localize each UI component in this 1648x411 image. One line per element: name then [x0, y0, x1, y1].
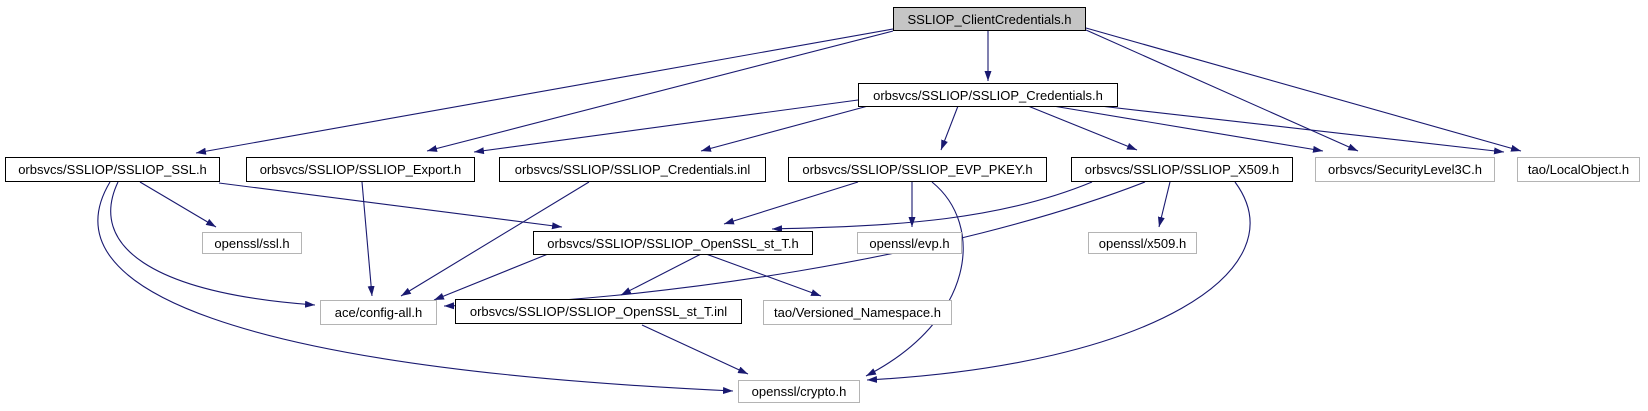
node-security-level3c[interactable]: orbsvcs/SecurityLevel3C.h — [1315, 157, 1495, 182]
edge-ssliop-client-credentials-to-ssliop-ssl — [195, 28, 894, 155]
edge-ssliop-credentials-to-ssliop-export — [473, 99, 859, 155]
edge-ssliop-credentials-to-security-level3c — [1052, 105, 1324, 153]
edge-ssliop-x509-to-openssl-crypto — [866, 181, 1251, 383]
edge-ssliop-credentials-to-local-object — [1099, 105, 1505, 155]
edge-ssliop-client-credentials-to-local-object — [1085, 27, 1522, 152]
node-ssliop-openssl-st-t-h[interactable]: orbsvcs/SSLIOP/SSLIOP_OpenSSL_st_T.h — [533, 231, 813, 255]
node-ssliop-export[interactable]: orbsvcs/SSLIOP/SSLIOP_Export.h — [246, 157, 475, 182]
edge-ssliop-credentials-to-ssliop-evp-pkey — [940, 105, 959, 151]
node-ssliop-credentials[interactable]: orbsvcs/SSLIOP/SSLIOP_Credentials.h — [858, 83, 1118, 107]
node-openssl-x509[interactable]: openssl/x509.h — [1088, 232, 1197, 254]
edge-ssliop-openssl-st-t-h-to-ssliop-openssl-st-t-inl — [620, 253, 702, 296]
edge-ssliop-export-to-ace-config-all — [361, 181, 375, 297]
edge-ssliop-openssl-st-t-h-to-ace-config-all — [433, 253, 549, 301]
edge-ssliop-ssl-to-ssliop-openssl-st-t-h — [218, 182, 563, 230]
edge-ssliop-ssl-to-openssl-ssl — [139, 181, 217, 228]
edge-ssliop-credentials-to-ssliop-x509 — [1027, 105, 1138, 151]
node-local-object[interactable]: tao/LocalObject.h — [1517, 157, 1640, 182]
edge-ssliop-openssl-st-t-h-to-versioned-namespace — [705, 253, 822, 297]
node-ssliop-credentials-inl[interactable]: orbsvcs/SSLIOP/SSLIOP_Credentials.inl — [499, 157, 766, 182]
edge-ssliop-evp-pkey-to-ssliop-openssl-st-t-h — [723, 181, 859, 225]
node-ace-config-all[interactable]: ace/config-all.h — [320, 300, 437, 325]
node-ssliop-evp-pkey[interactable]: orbsvcs/SSLIOP/SSLIOP_EVP_PKEY.h — [788, 157, 1047, 182]
node-ssliop-client-credentials[interactable]: SSLIOP_ClientCredentials.h — [893, 7, 1086, 31]
node-openssl-evp[interactable]: openssl/evp.h — [857, 232, 962, 254]
edge-ssliop-client-credentials-to-security-level3c — [1085, 29, 1359, 152]
edge-ssliop-x509-to-ssliop-openssl-st-t-h — [771, 181, 1093, 233]
edge-ssliop-credentials-inl-to-ace-config-all — [400, 181, 590, 297]
edge-ssliop-ssl-to-openssl-crypto — [97, 181, 734, 395]
node-versioned-namespace[interactable]: tao/Versioned_Namespace.h — [763, 300, 952, 325]
edge-ssliop-evp-pkey-to-openssl-crypto — [865, 181, 964, 377]
node-ssliop-openssl-st-t-inl[interactable]: orbsvcs/SSLIOP/SSLIOP_OpenSSL_st_T.inl — [455, 299, 742, 324]
node-ssliop-x509[interactable]: orbsvcs/SSLIOP/SSLIOP_X509.h — [1071, 157, 1293, 182]
edge-ssliop-ssl-to-ace-config-all — [110, 181, 316, 308]
edge-ssliop-client-credentials-to-ssliop-export — [426, 30, 894, 152]
node-ssliop-ssl[interactable]: orbsvcs/SSLIOP/SSLIOP_SSL.h — [5, 157, 220, 182]
node-openssl-crypto[interactable]: openssl/crypto.h — [738, 380, 860, 403]
edge-ssliop-openssl-st-t-inl-to-openssl-crypto — [641, 324, 749, 375]
edge-ssliop-credentials-to-ssliop-credentials-inl — [700, 105, 869, 152]
node-openssl-ssl[interactable]: openssl/ssl.h — [202, 232, 302, 254]
edge-ssliop-x509-to-openssl-x509 — [1157, 181, 1171, 228]
